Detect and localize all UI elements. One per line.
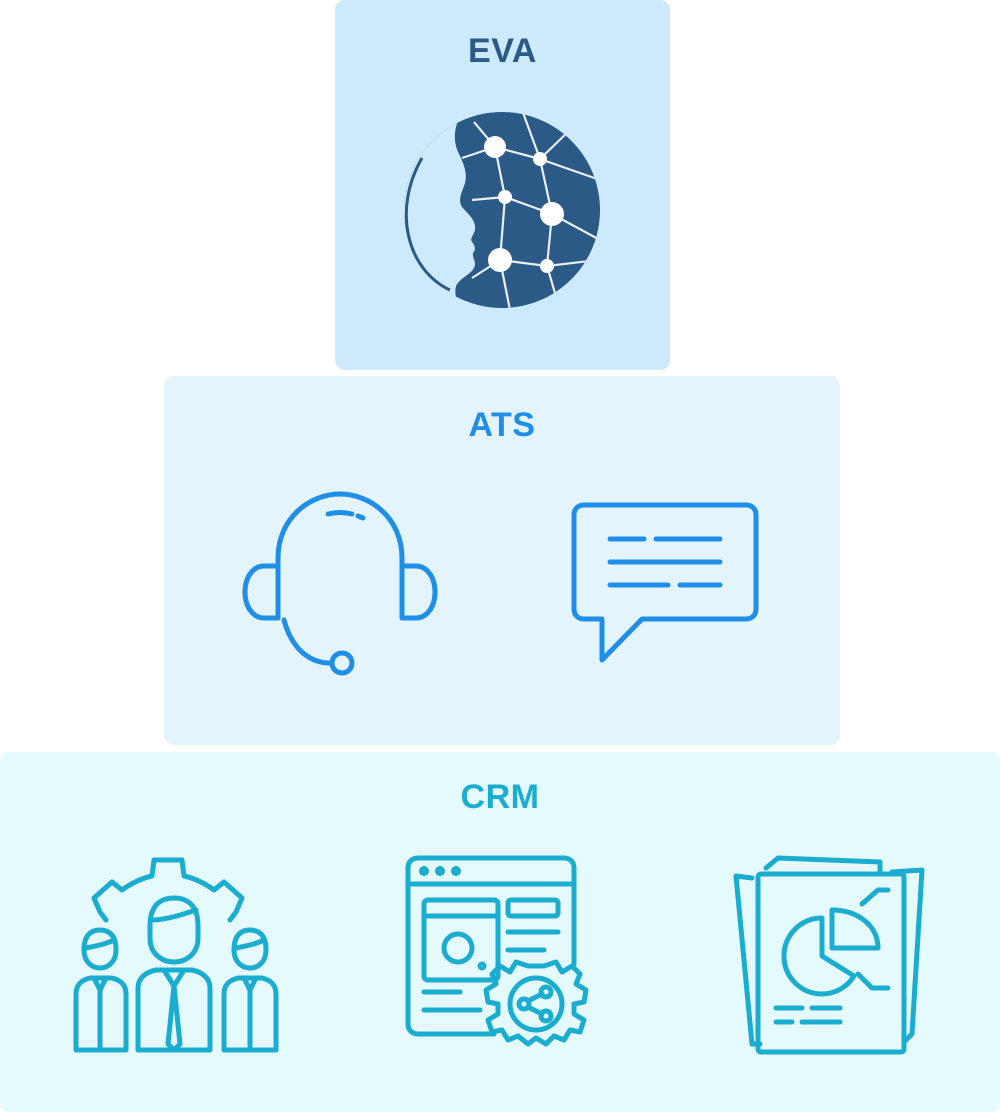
tier-ats: ATS	[164, 376, 840, 745]
chat-bubble-icon	[570, 502, 760, 668]
tier-title-ats: ATS	[468, 406, 536, 444]
tier-title-crm: CRM	[460, 778, 540, 816]
team-gear-icon	[72, 854, 282, 1060]
tier-title-eva: EVA	[468, 32, 537, 70]
ai-head-network-icon	[402, 110, 602, 310]
tier-crm: CRM	[0, 752, 1000, 1112]
tier-eva: EVA	[335, 0, 670, 370]
report-chart-icon	[732, 854, 932, 1060]
web-settings-share-icon	[404, 854, 604, 1066]
headset-icon	[240, 488, 440, 678]
